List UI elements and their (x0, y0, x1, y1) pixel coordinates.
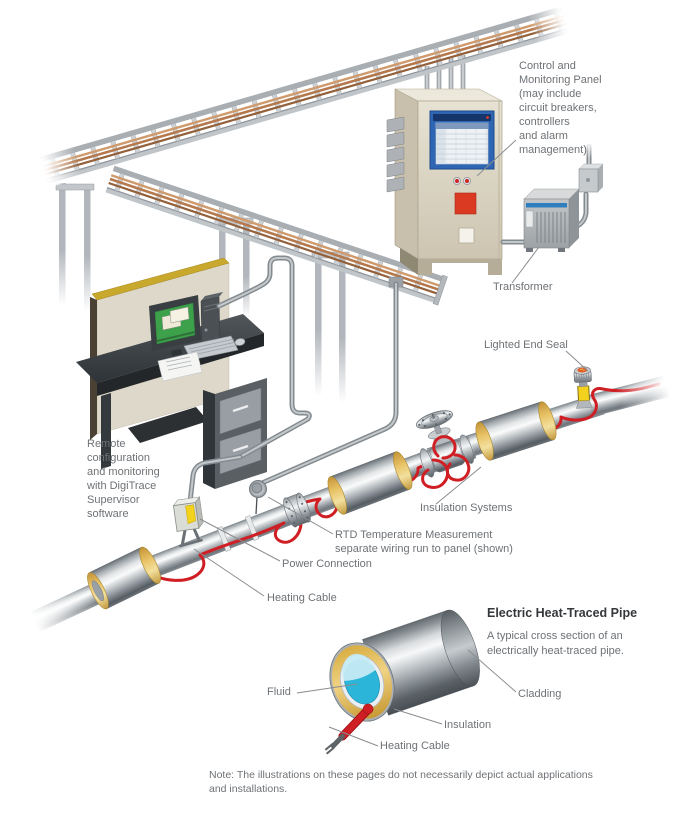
fade-overlays (5, 138, 700, 645)
panel-feed-conduits (424, 55, 466, 100)
office-workstation (76, 257, 267, 489)
power-connection-box (172, 496, 204, 548)
panel-screen (429, 110, 495, 170)
label-remote-software: Remote configuration and monitoring with… (87, 438, 160, 520)
heating-cable-valve-loops (421, 435, 471, 489)
label-insulation: Insulation (444, 719, 492, 731)
desk-floor-shadow (128, 407, 208, 443)
label-transformer: Transformer (493, 281, 553, 293)
label-fluid: Fluid (267, 686, 291, 698)
pipe-flange (283, 492, 311, 528)
mouse (234, 338, 246, 346)
panel-alarm-light (454, 192, 477, 215)
cross-section-heating-cable (324, 703, 374, 755)
computer-tower (200, 292, 223, 346)
leader-lines (193, 139, 589, 747)
cable-tray-a (40, 4, 569, 188)
label-cladding: Cladding (518, 688, 562, 700)
cross-section-description: A typical cross section of an electrical… (487, 630, 624, 657)
cable-tray-b (105, 165, 448, 306)
insulation-section (327, 451, 413, 515)
label-insulation-systems: Insulation Systems (420, 502, 513, 514)
panel-buttons (453, 177, 471, 185)
conduit-rtd-run (259, 276, 404, 486)
label-heating-cable: Heating Cable (267, 592, 337, 604)
label-rtd-measurement: RTD Temperature Measurement separate wir… (335, 529, 513, 555)
circuit-breaker-boxes (386, 116, 405, 193)
control-panel-cabinet (386, 88, 503, 275)
label-lighted-end-seal: Lighted End Seal (484, 339, 568, 351)
panel-handle (458, 227, 475, 244)
conduit-power-run (187, 454, 243, 505)
papers (157, 351, 203, 382)
insulation-section (475, 401, 557, 461)
label-power-connection: Power Connection (282, 558, 372, 570)
rtd-sensor (249, 480, 267, 515)
cross-section-title: Electric Heat-Traced Pipe (487, 606, 638, 620)
cross-section-pipe (324, 609, 480, 755)
conduit-desk-run (216, 255, 312, 460)
conduit-runs (187, 255, 404, 505)
lighted-end-seal-device (573, 366, 593, 409)
footer-note: Note: The illustrations on these pages d… (209, 769, 593, 795)
label-control-panel: Control and Monitoring Panel (may includ… (519, 60, 602, 156)
transformer-unit (500, 188, 589, 252)
label-heating-cable-cross: Heating Cable (380, 740, 450, 752)
